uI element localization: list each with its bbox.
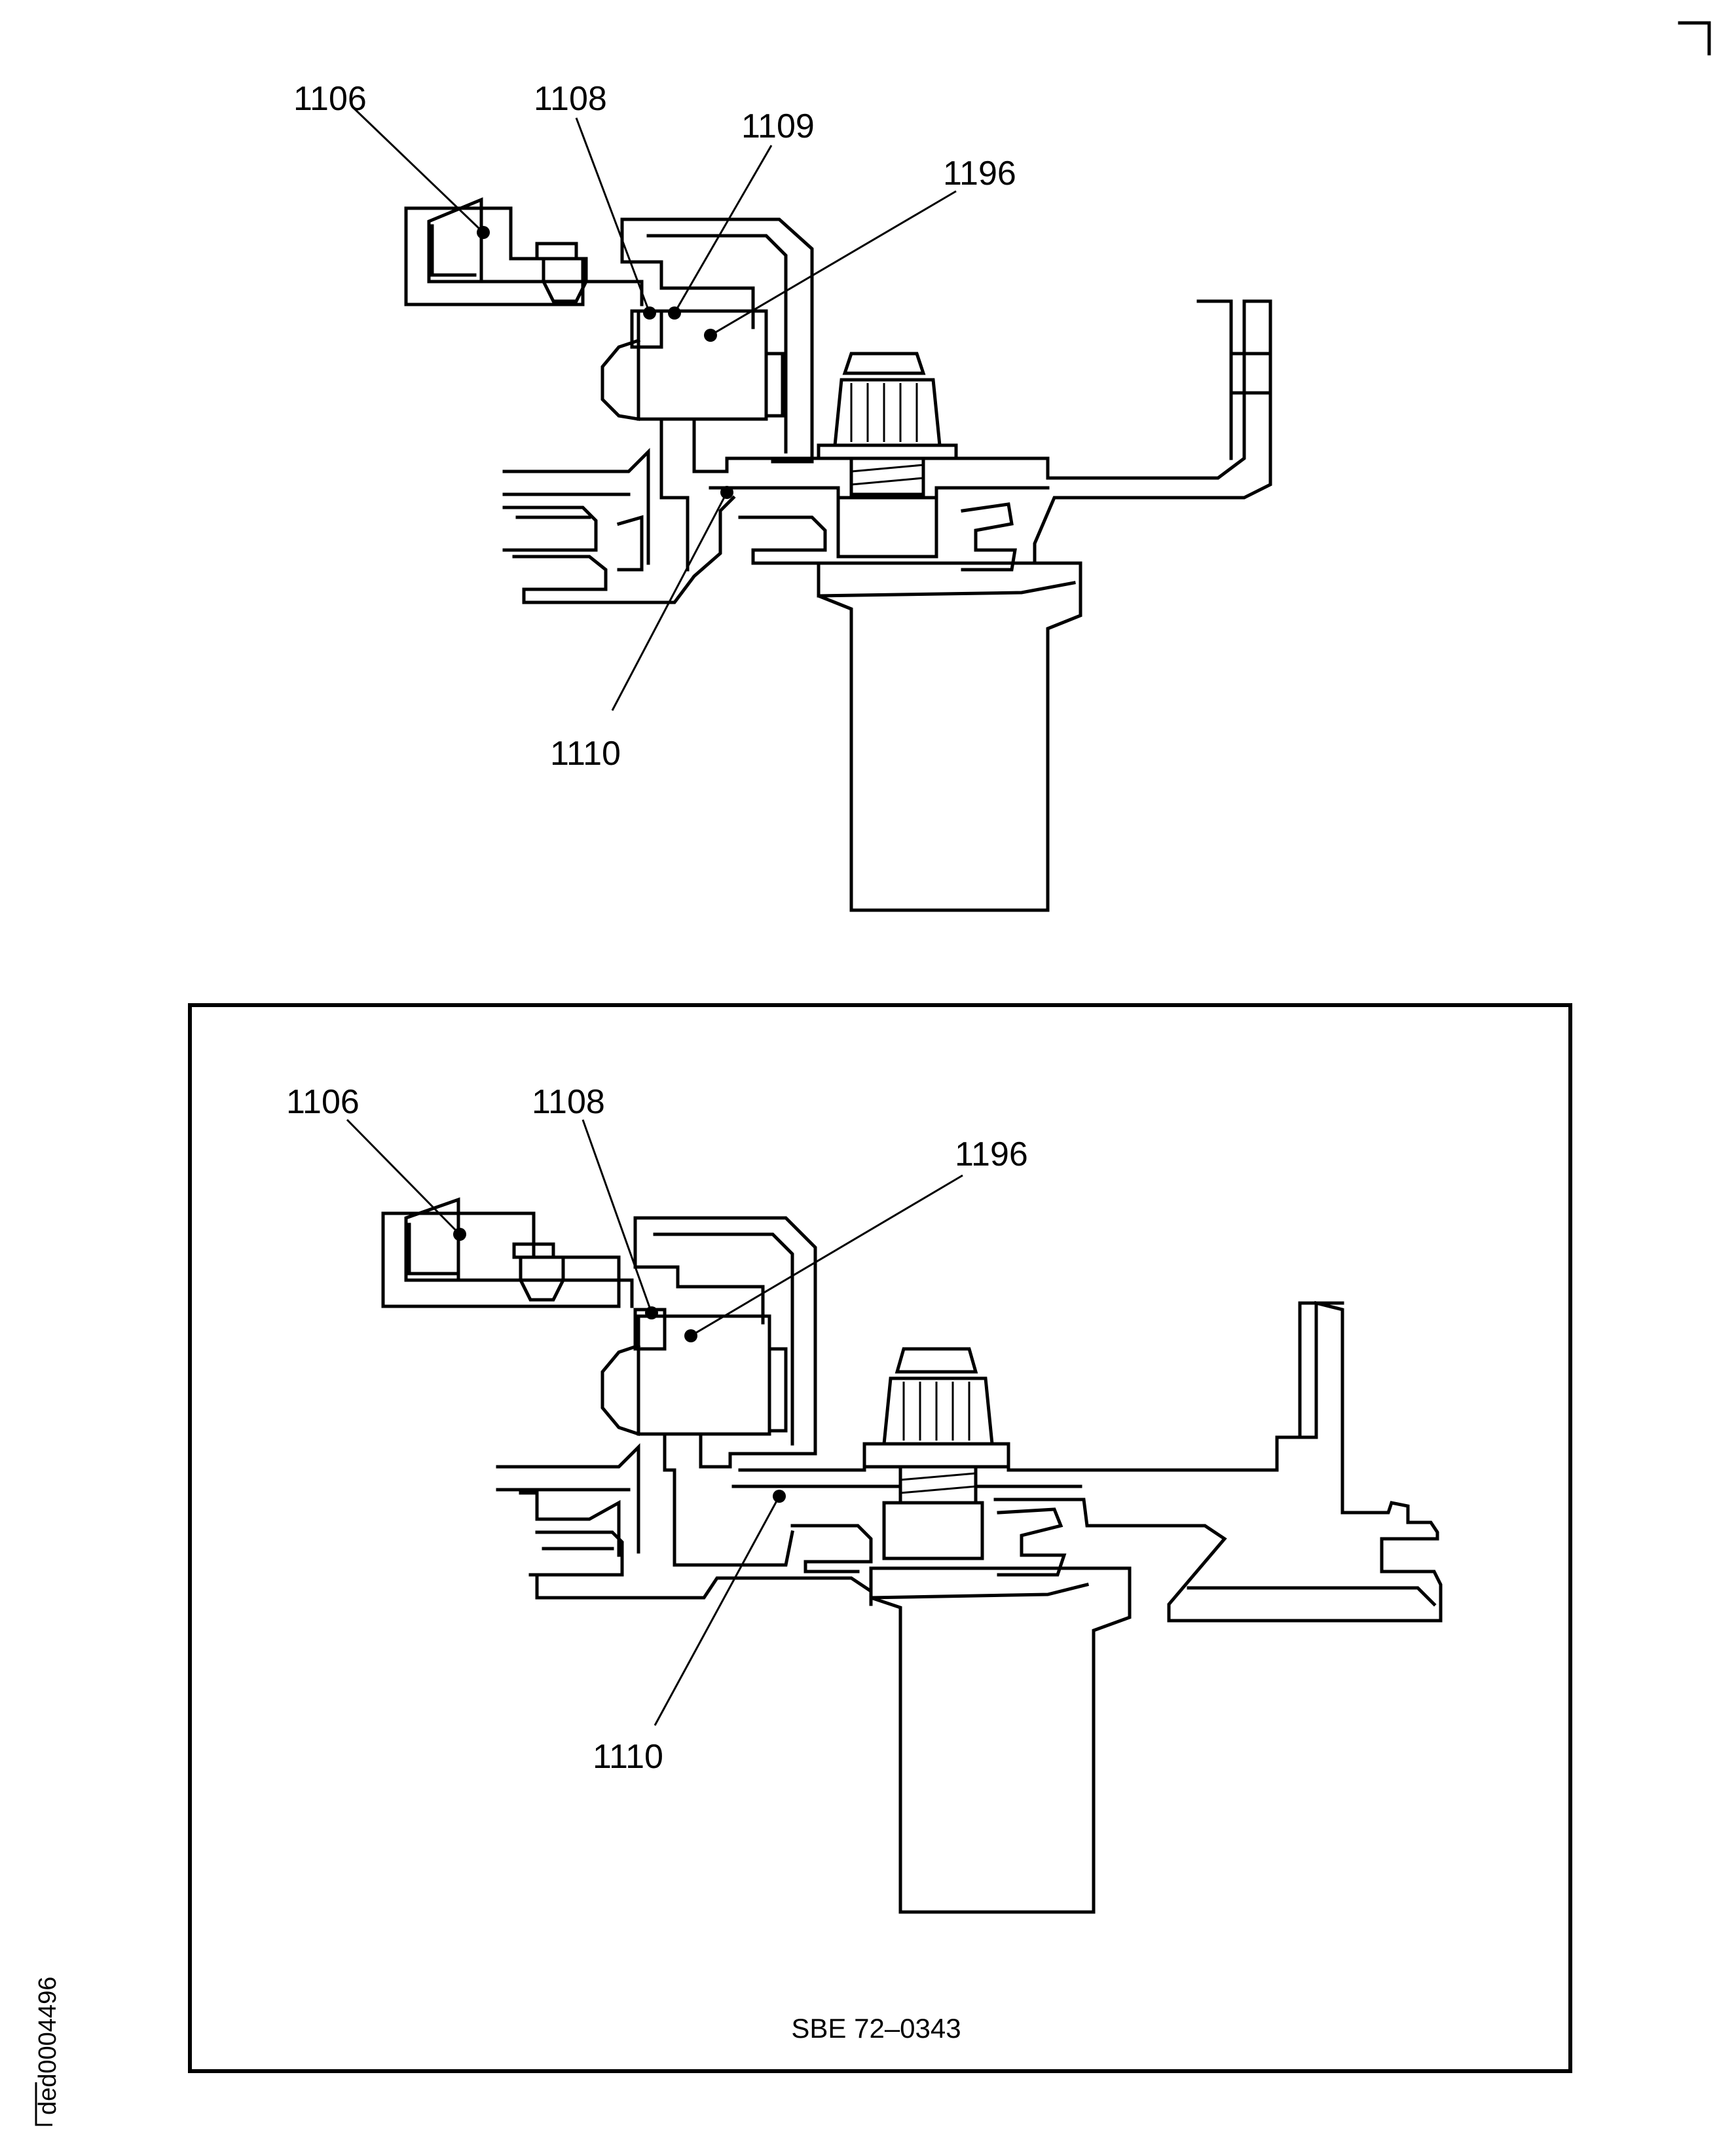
callout-1109-top: 1109 [741,107,815,145]
figure-caption: SBE 72–0343 [791,2013,961,2044]
callout-1196-top: 1196 [943,155,1016,193]
callout-1110-top: 1110 [550,735,621,773]
bottom-callouts: 1106 1108 1196 1110 [286,1083,1028,1776]
figure-id: ded0004496 [34,1977,62,2115]
bottom-callout-leaders [346,1118,963,1726]
callout-1196-bottom: 1196 [955,1135,1028,1173]
top-view [404,197,1272,912]
callout-1108-bottom: 1108 [532,1083,605,1121]
callout-1108-top: 1108 [534,80,607,118]
top-callouts: 1106 1108 1109 1196 1110 [293,80,1016,773]
bottom-view [381,1197,1443,1914]
svg-text:ded0004496: ded0004496 [34,1977,62,2115]
top-callout-leaders [352,107,957,711]
crop-mark [1678,21,1711,56]
callout-1106-bottom: 1106 [286,1083,360,1121]
bottom-view-frame [188,1003,1572,2073]
callout-1110-bottom: 1110 [593,1738,663,1776]
id-mark [35,2082,52,2126]
callout-1106-top: 1106 [293,80,367,118]
